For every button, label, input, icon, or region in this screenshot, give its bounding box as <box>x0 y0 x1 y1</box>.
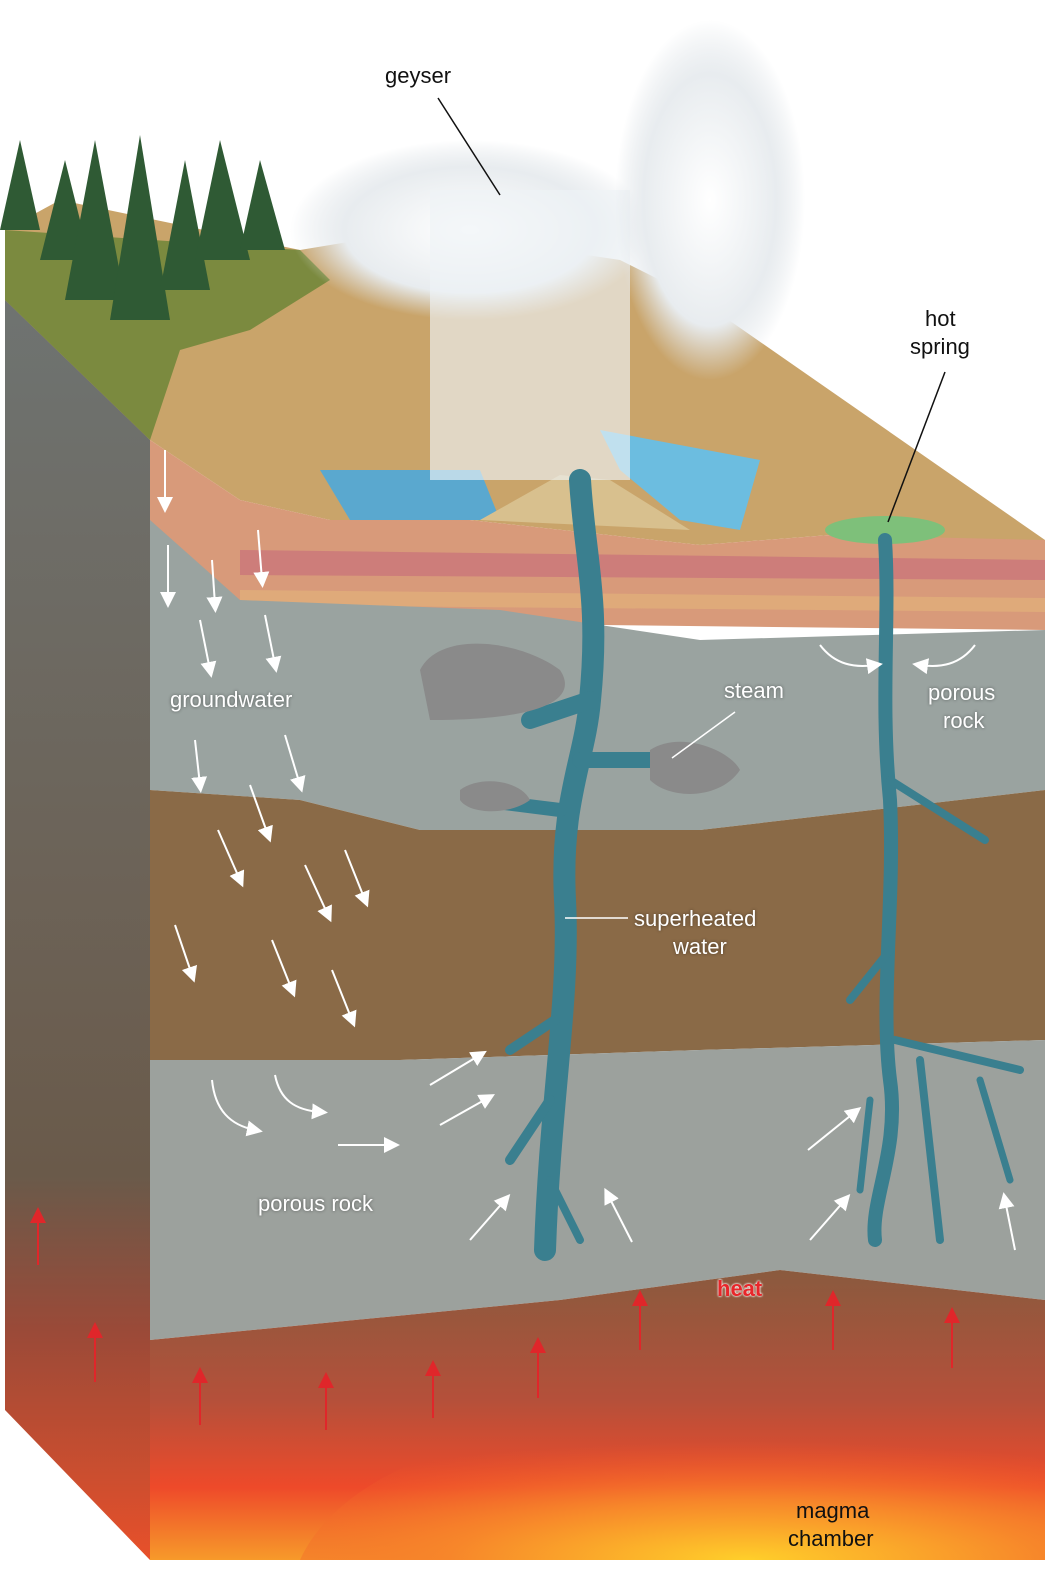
label-porous-rock: porous rock <box>258 1191 373 1216</box>
steam-plume <box>615 20 805 380</box>
strata <box>150 440 1045 630</box>
label-magma-chamber-line2: chamber <box>788 1526 874 1551</box>
brown-rock-layer <box>150 790 1045 1060</box>
label-superheated-water-line1: superheated <box>634 906 757 931</box>
label-hot-spring-line2: spring <box>910 334 970 359</box>
groundwater-arrows <box>157 450 1016 1251</box>
label-porous-rock-right-line2: rock <box>943 708 985 733</box>
label-porous-rock-right-line1: porous <box>928 680 996 705</box>
hot-spring-pool <box>825 516 945 544</box>
label-geyser: geyser <box>385 63 452 88</box>
label-magma-chamber-line1: magma <box>796 1498 870 1523</box>
label-superheated-water-line2: water <box>673 934 727 959</box>
steam-pocket <box>650 741 740 794</box>
left-face <box>5 280 150 1560</box>
steam-pocket <box>420 643 565 720</box>
hot-spring-leader-line <box>887 371 946 523</box>
magma-chamber <box>300 1411 1045 1560</box>
hot-spring-conduit <box>846 533 1024 1247</box>
steam-pocket <box>460 781 530 812</box>
heat-arrows <box>30 1207 960 1430</box>
geyser-conduit <box>473 469 658 1261</box>
label-steam: steam <box>724 678 784 703</box>
porous-rock-lower <box>150 1040 1045 1340</box>
geyser-leader-line <box>437 97 501 196</box>
label-groundwater: groundwater <box>170 687 293 712</box>
label-heat: heat <box>717 1276 763 1301</box>
steam-leader-line <box>671 711 736 759</box>
geyser-pool <box>320 470 500 520</box>
label-hot-spring-line1: hot <box>925 306 956 331</box>
trees <box>0 135 285 320</box>
